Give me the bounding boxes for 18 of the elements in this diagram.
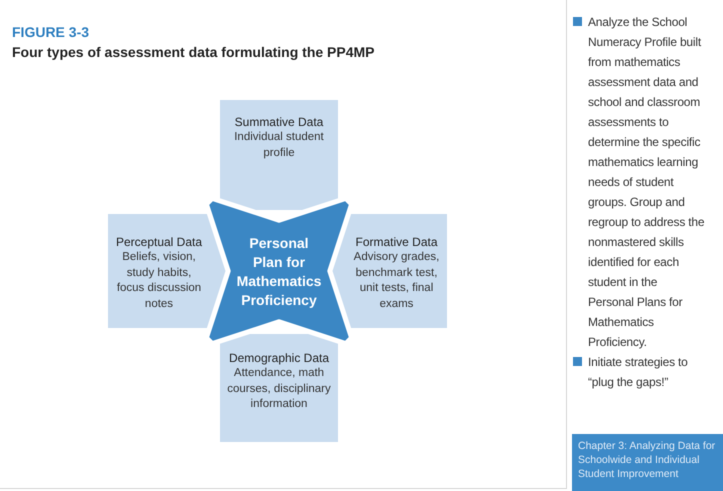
box-heading: Demographic Data [228,350,330,366]
box-text: Advisory grades, benchmark test, unit tests, final exams [352,250,440,312]
figure-title: Four types of assessment data formulating the PP4MP [12,44,375,60]
bullet-text: Initiate strategies to “plug the gaps!” [588,354,689,391]
box-text: Individual student profile [233,130,325,161]
box-text: Beliefs, vision, study habits, focus discussion notes [116,250,202,312]
banner-text: Chapter 3: Analyzing Data for Schoolwide and Individual Student Improvement [572,434,723,491]
data-box [220,100,338,210]
box-text: Attendance, math courses, disciplinary information [226,366,332,412]
box-heading: Formative Data [354,234,439,250]
box-heading: Summative Data [234,114,324,130]
figure-number: FIGURE 3-3 [12,24,90,40]
box-heading: Perceptual Data [114,234,204,250]
data-box [108,214,226,328]
center-text: Personal Plan for Mathematics Proficiency [236,234,322,310]
data-box [332,214,447,328]
bullet-text: Analyze the School Numeracy Profile built from mathematics assessment data and school and classroom assessments to determine the specific mathematics learning needs of student groups. Group and regroup to address the nonmastered skills identified for each student in the Personal Plans for Mathematics Proficiency. [588,14,706,351]
data-box [220,334,338,442]
